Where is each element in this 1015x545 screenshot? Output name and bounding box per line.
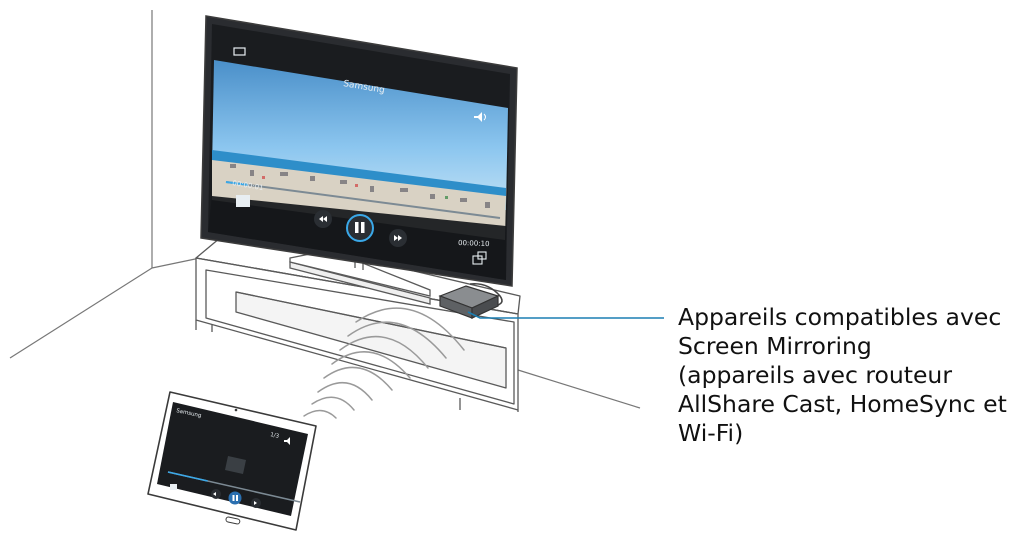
tv-screen: Samsung 00:00:01 00:00:10 [208, 47, 508, 280]
tablet-center-image [225, 456, 246, 474]
room-walls [9, 10, 641, 409]
callout-label: Appareils compatibles avec Screen Mirror… [678, 303, 1013, 448]
tv-beach-people [230, 164, 490, 208]
tablet-counter: 1/3 [270, 432, 280, 440]
callout-leader [467, 311, 664, 319]
tablet-device: Samsung 1/3 [147, 391, 317, 531]
back-icon[interactable] [233, 47, 246, 56]
callout-line-5: Wi-Fi) [678, 419, 744, 447]
tv-progress-fill [225, 181, 249, 186]
tablet-home-button[interactable] [225, 516, 241, 525]
tablet-next-icon[interactable] [251, 498, 261, 508]
tablet-title: Samsung [176, 408, 202, 419]
next-icon[interactable] [389, 229, 407, 247]
tv-progress-track [225, 181, 501, 219]
resize-icon[interactable] [472, 251, 487, 265]
volume-icon[interactable] [474, 112, 486, 122]
tv-base [289, 249, 431, 305]
callout-line-4: AllShare Cast, HomeSync et [678, 390, 1007, 418]
prev-icon[interactable] [314, 210, 332, 228]
callout-line-3: (appareils avec routeur [678, 361, 952, 389]
screen-mirroring-adapter [438, 285, 500, 319]
callout-line-2: Screen Mirroring [678, 332, 872, 360]
wireless-signal-waves [303, 307, 465, 419]
tablet-camera [234, 408, 238, 412]
tablet-prev-icon[interactable] [211, 489, 221, 499]
tv-time-total: 00:00:10 [458, 239, 490, 248]
callout-line-1: Appareils compatibles avec [678, 303, 1002, 331]
pause-icon[interactable] [346, 214, 374, 242]
caption-icon[interactable] [236, 195, 250, 207]
tv-cable [469, 282, 503, 307]
tablet-volume-icon[interactable] [284, 437, 290, 445]
tablet-progress-fill [167, 471, 208, 482]
tablet-pause-icon[interactable] [228, 491, 242, 505]
tablet-caption-icon[interactable] [170, 484, 177, 490]
